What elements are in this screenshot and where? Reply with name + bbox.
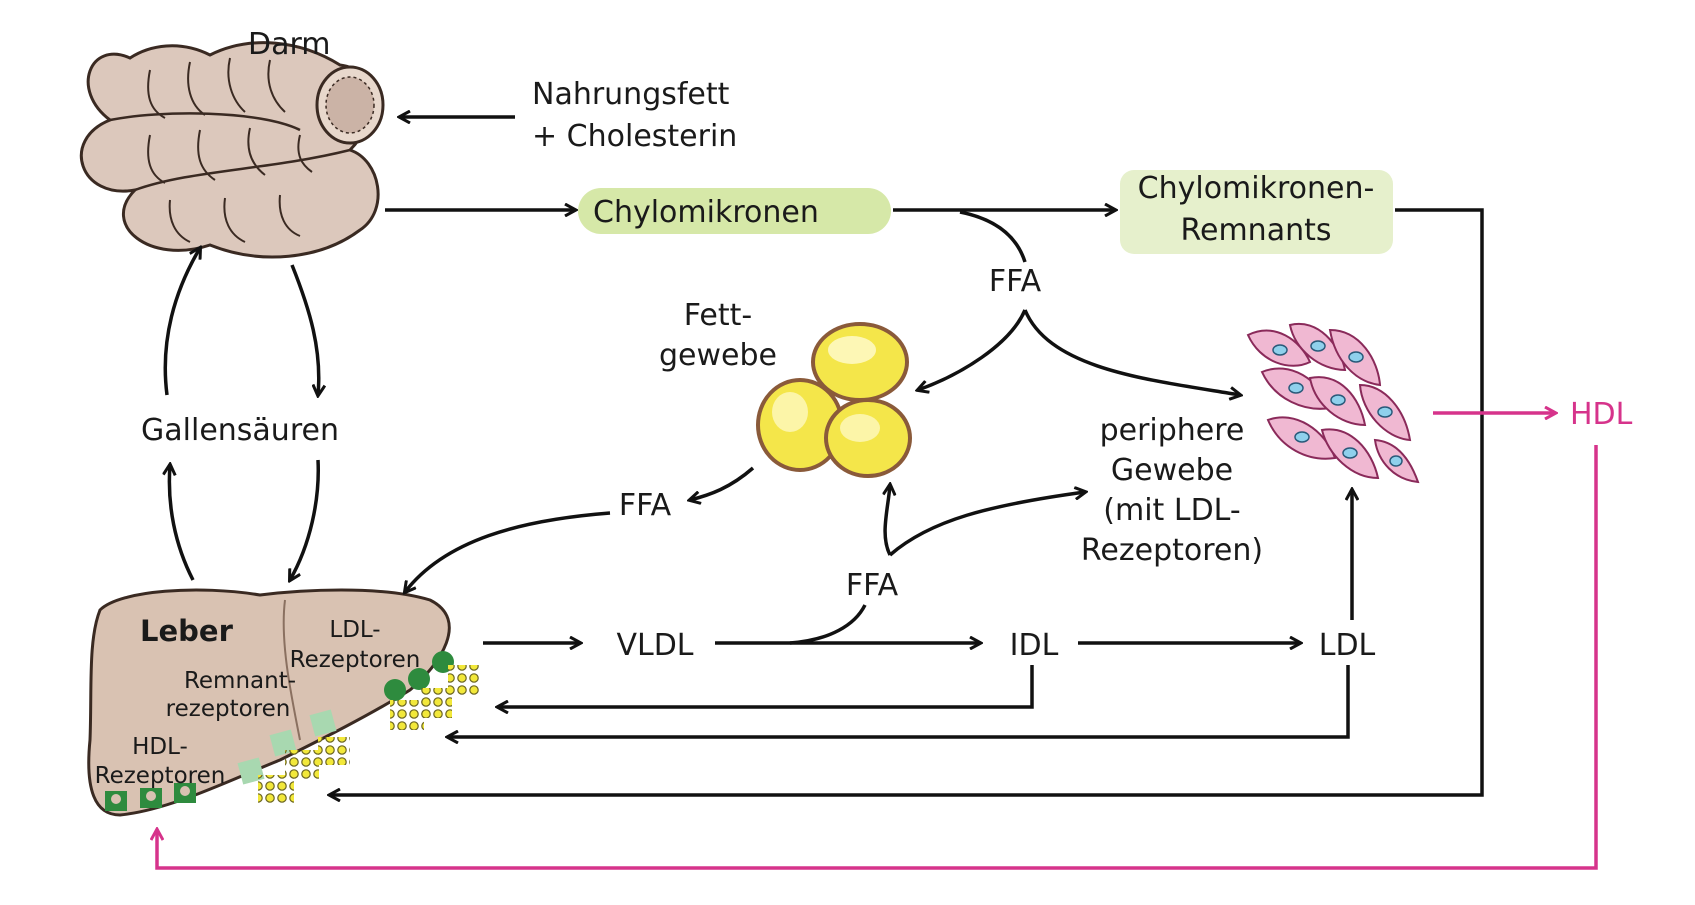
liver-icon [87,588,451,817]
label-peripher-1: periphere [1100,413,1245,448]
label-peripher-2: Gewebe [1111,453,1233,488]
label-idl: IDL [1010,628,1059,663]
label-cholesterin: + Cholesterin [532,119,737,154]
label-leber: Leber [140,614,234,648]
label-remnant-rezeptoren-1: Remnant- [184,668,296,694]
hdl-receptors [105,783,196,811]
intestine-icon [80,41,385,259]
label-darm: Darm [248,27,331,62]
label-peripher-3: (mit LDL- [1103,493,1240,528]
label-ffa-left: FFA [619,488,672,523]
label-remnant-rezeptoren-2: rezeptoren [166,696,291,722]
label-peripher-4: Rezeptoren) [1081,533,1263,568]
remnant-receptors [237,709,337,785]
fat-tissue-icon [756,322,912,478]
label-ffa-top: FFA [989,264,1042,299]
chylomikronen-box [578,188,891,234]
label-ldl-rezeptoren-1: LDL- [329,617,380,643]
label-remnants-1: Chylomikronen- [1138,171,1375,206]
label-hdl: HDL [1570,397,1633,432]
label-nahrungsfett: Nahrungsfett [532,77,730,112]
flow-arrows [165,117,1484,795]
lipoprotein-particles [258,665,480,805]
label-remnants-2: Remnants [1181,213,1332,248]
label-vldl: VLDL [616,628,693,663]
hdl-arrows [157,413,1598,870]
remnants-box [1120,170,1393,254]
label-ffa-mid: FFA [846,568,899,603]
peripheral-tissue-icon [1246,322,1420,484]
label-ldl: LDL [1319,628,1376,663]
label-gewebe: gewebe [659,338,777,373]
label-hdl-rezeptoren-1: HDL- [132,734,188,760]
label-hdl-rezeptoren-2: Rezeptoren [95,763,226,789]
label-chylomikronen: Chylomikronen [593,195,819,230]
label-fett: Fett- [684,298,752,333]
label-ldl-rezeptoren-2: Rezeptoren [290,647,421,673]
label-gallensaeuren: Gallensäuren [141,413,339,448]
